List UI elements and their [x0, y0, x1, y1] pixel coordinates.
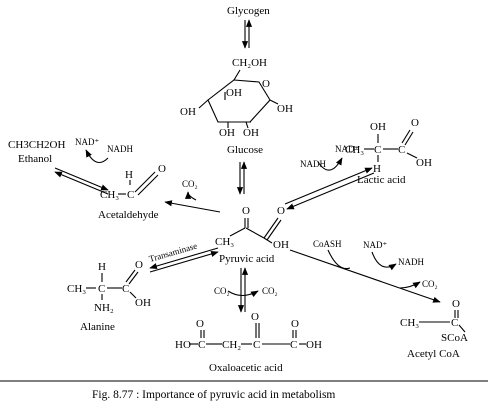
glucose-label: Glucose	[227, 144, 263, 156]
pyruvate-acetaldehyde-arrow	[164, 200, 221, 213]
lactic-c2: C	[398, 144, 405, 156]
acetyl-c: C	[451, 317, 458, 329]
pyruvate-acetylcoa-arrow	[289, 249, 441, 303]
pyruvate-oxaloacetate-arrow	[237, 267, 249, 313]
glucose-oh-top: OH	[226, 87, 242, 99]
oaa-o-mid: O	[251, 311, 259, 323]
acetaldehyde-co2-curve	[184, 191, 197, 201]
oaa-o-right: O	[291, 318, 299, 330]
lactic-acid-label: Lactic acid	[357, 174, 406, 186]
acetyl-co2: CO₂	[422, 279, 438, 289]
acetyl-nad-plus: NAD⁺	[363, 240, 387, 250]
alanine-c1: C	[98, 283, 105, 295]
acetaldehyde-c: C	[127, 189, 134, 201]
oxaloacetic-acid-label: Oxaloacetic acid	[209, 362, 283, 374]
glycogen-label: Glycogen	[227, 5, 270, 17]
alanine-label: Alanine	[80, 321, 115, 333]
oaa-o-left: O	[196, 318, 204, 330]
acetyl-scoa: SCoA	[441, 332, 468, 344]
acetyl-ch3: CH₃	[400, 317, 419, 329]
glucose-pyruvate-arrow	[236, 161, 248, 195]
oaa-c1: C	[198, 339, 205, 351]
glucose-ring-o: O	[262, 78, 270, 90]
ethanol-nadh: NADH	[107, 144, 133, 154]
oxaloacetic-acid-structure: O O O HO C CH₂ C C OH	[175, 311, 322, 351]
acetaldehyde-ch3: CH₃	[100, 189, 119, 201]
acetyl-o: O	[452, 298, 460, 310]
ethanol-nad-curve	[85, 149, 109, 164]
acetyl-nad-curve	[371, 251, 397, 271]
glucose-oh-right: OH	[277, 103, 293, 115]
ethanol-formula: CH3CH2OH	[8, 139, 66, 151]
alanine-structure: H O CH₃ C C OH NH₂	[67, 259, 151, 314]
acetyl-nadh: NADH	[398, 257, 424, 267]
pyruvate-o1: O	[242, 205, 250, 217]
acetyl-coa-label: Acetyl CoA	[407, 348, 460, 360]
alanine-nh2: NH₂	[94, 302, 114, 314]
oaa-ch2: CH₂	[222, 339, 241, 351]
lactic-oh-top: OH	[370, 121, 386, 133]
acetaldehyde-structure: O H CH₃ C	[100, 163, 166, 201]
lactic-ch3: CH₃	[345, 144, 364, 156]
lactic-nad-curve	[317, 157, 343, 171]
acetaldehyde-o: O	[158, 163, 166, 175]
glucose-oh-br: OH	[243, 127, 259, 139]
lactic-nadh: NADH	[300, 159, 326, 169]
oaa-c3: C	[290, 339, 297, 351]
alanine-oh: OH	[135, 297, 151, 309]
pyruvate-o2: O	[277, 205, 285, 217]
acetaldehyde-h: H	[125, 169, 133, 181]
acetyl-co2-curve	[399, 281, 421, 289]
glycogen-glucose-arrow	[241, 19, 253, 49]
oaa-ho: HO	[175, 339, 191, 351]
pyruvate-oh: OH	[273, 239, 289, 251]
lactic-h: H	[373, 163, 381, 175]
lactic-c1: C	[374, 144, 381, 156]
pyruvic-acid-label: Pyruvic acid	[219, 253, 275, 265]
oxaloacetate-co2-in: CO₂	[214, 286, 230, 296]
ethanol-label: Ethanol	[18, 153, 52, 165]
oxaloacetate-co2-curve	[227, 290, 259, 298]
lactic-nad-plus: NAD⁺	[335, 144, 359, 154]
lactic-o: O	[411, 117, 419, 129]
glucose-structure: CH₂OH O OH OH OH OH OH	[180, 57, 293, 139]
glucose-ch2oh: CH₂OH	[232, 57, 267, 69]
lactic-acid-structure: OH O CH₃ C C OH H	[345, 117, 432, 175]
acetyl-coa-structure: O CH₃ C SCoA	[400, 298, 468, 344]
glucose-oh-bl: OH	[219, 127, 235, 139]
pyruvic-acid-structure: O O CH₃ OH	[215, 205, 289, 251]
oaa-oh: OH	[306, 339, 322, 351]
glucose-oh-left: OH	[180, 106, 196, 118]
ethanol-acetaldehyde-arrow	[54, 167, 109, 195]
acetaldehyde-label: Acetaldehyde	[98, 209, 159, 221]
ethanol-nad-plus: NAD⁺	[75, 137, 99, 147]
pyruvate-ch3: CH₃	[215, 236, 234, 248]
oxaloacetate-co2-out: CO₂	[262, 286, 278, 296]
alanine-c2: C	[122, 283, 129, 295]
pyruvate-alanine-arrow	[149, 247, 219, 273]
acetyl-coash: CoASH	[313, 239, 342, 249]
oaa-c2: C	[253, 339, 260, 351]
pyruvate-lactate-arrow	[284, 167, 375, 210]
lactic-oh: OH	[416, 157, 432, 169]
alanine-ch3: CH₃	[67, 283, 86, 295]
acetaldehyde-co2: CO₂	[182, 179, 198, 189]
alanine-o: O	[135, 259, 143, 271]
alanine-h: H	[98, 261, 106, 273]
figure-caption: Fig. 8.77 : Importance of pyruvic acid i…	[92, 389, 335, 401]
acetyl-coash-curve	[327, 249, 351, 270]
